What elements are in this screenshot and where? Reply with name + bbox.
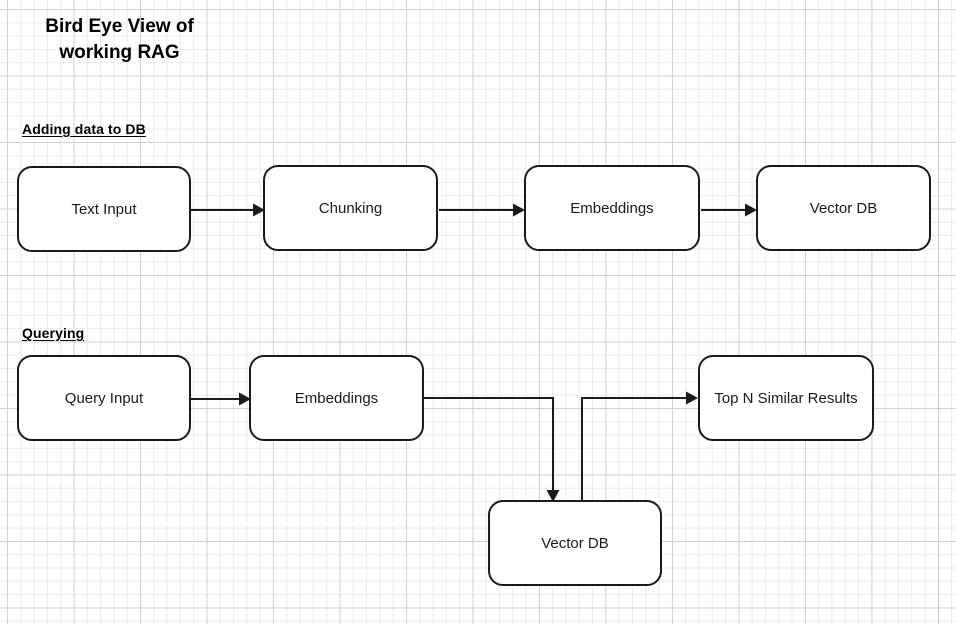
arrow-head-icon xyxy=(253,203,265,217)
arrow-head-icon xyxy=(513,203,525,217)
section-label-querying: Querying xyxy=(22,325,85,341)
section-label-adding-data-to-db: Adding data to DB xyxy=(22,121,146,137)
node-text-input-label: Text Input xyxy=(71,200,137,218)
page-title: Bird Eye View of working RAG xyxy=(45,16,194,63)
node-chunking[interactable]: Chunking xyxy=(263,165,438,251)
node-query-input-label: Query Input xyxy=(64,389,144,407)
node-embeddings-query-label: Embeddings xyxy=(294,389,379,407)
arrow-head-icon xyxy=(745,203,757,217)
arrow-head-icon xyxy=(546,490,560,502)
node-embeddings-ingest[interactable]: Embeddings xyxy=(524,165,700,251)
edge-embeddings-to-vector-db-query xyxy=(424,390,564,505)
node-embeddings-query[interactable]: Embeddings xyxy=(249,355,424,441)
node-top-n-similar-results-label: Top N Similar Results xyxy=(714,389,858,407)
node-top-n-similar-results[interactable]: Top N Similar Results xyxy=(698,355,874,441)
node-embeddings-ingest-label: Embeddings xyxy=(570,199,654,217)
node-query-input[interactable]: Query Input xyxy=(17,355,191,441)
edge-text-input-to-chunking xyxy=(191,199,265,221)
node-vector-db-query-label: Vector DB xyxy=(541,534,609,552)
node-vector-db-ingest-label: Vector DB xyxy=(809,199,878,217)
node-vector-db-query[interactable]: Vector DB xyxy=(488,500,662,586)
node-text-input[interactable]: Text Input xyxy=(17,166,191,252)
node-chunking-label: Chunking xyxy=(318,199,383,217)
arrow-head-icon xyxy=(686,391,698,405)
arrow-head-icon xyxy=(239,392,251,406)
edge-vector-db-to-top-n xyxy=(575,390,705,505)
edge-embeddings-to-vector-db xyxy=(701,199,757,221)
edge-chunking-to-embeddings xyxy=(439,199,525,221)
edge-query-input-to-embeddings xyxy=(191,388,251,410)
node-vector-db-ingest[interactable]: Vector DB xyxy=(756,165,931,251)
